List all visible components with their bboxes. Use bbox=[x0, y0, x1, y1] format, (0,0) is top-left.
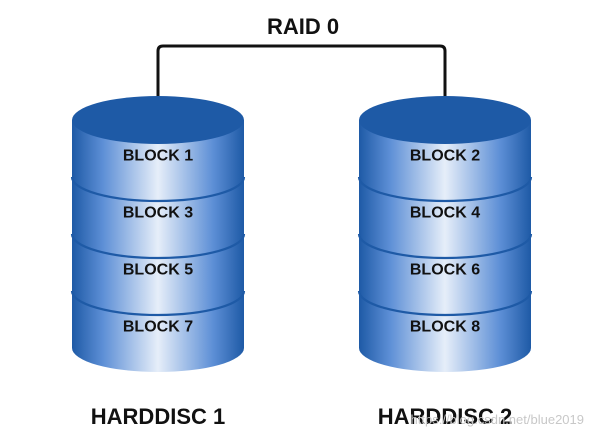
block-divider bbox=[357, 176, 533, 203]
block-divider bbox=[70, 290, 246, 317]
harddisc-2: BLOCK 2 BLOCK 4 BLOCK 6 BLOCK 8 bbox=[357, 96, 533, 372]
block-label: BLOCK 8 bbox=[410, 319, 480, 336]
block-label: BLOCK 4 bbox=[410, 205, 480, 222]
harddisc-body bbox=[72, 120, 244, 372]
block-label: BLOCK 6 bbox=[410, 262, 480, 279]
block-divider bbox=[357, 233, 533, 260]
block-divider bbox=[70, 176, 246, 203]
block-divider bbox=[70, 233, 246, 260]
block-label: BLOCK 5 bbox=[123, 262, 193, 279]
raid-title: RAID 0 bbox=[267, 14, 339, 39]
harddisc-top bbox=[359, 96, 531, 144]
block-divider bbox=[357, 290, 533, 317]
watermark: https://blog.csdn.net/blue2019 bbox=[411, 412, 584, 427]
harddisc-1-label: HARDDISC 1 bbox=[91, 404, 225, 429]
harddisc-body bbox=[359, 120, 531, 372]
harddisc-top bbox=[72, 96, 244, 144]
harddisc-2-label: HARDDISC 2 bbox=[378, 404, 512, 429]
block-label: BLOCK 7 bbox=[123, 319, 193, 336]
block-label: BLOCK 3 bbox=[123, 205, 193, 222]
block-label: BLOCK 2 bbox=[410, 148, 480, 165]
raid-connector bbox=[156, 44, 447, 125]
harddisc-1: BLOCK 1 BLOCK 3 BLOCK 5 BLOCK 7 bbox=[70, 96, 246, 372]
block-label: BLOCK 1 bbox=[123, 148, 193, 165]
